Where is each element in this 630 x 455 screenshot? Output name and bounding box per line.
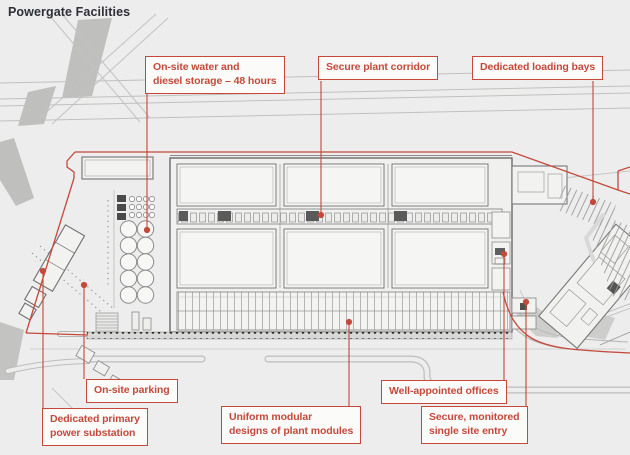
leader-lines (42, 81, 594, 408)
callout-plant-modules: Uniform modular designs of plant modules (221, 406, 362, 444)
callout-markers (39, 198, 597, 326)
substation-buildings (18, 224, 86, 321)
marker-modular (345, 318, 353, 326)
callout-substation: Dedicated primary power substation (42, 408, 148, 446)
marker-substation (39, 267, 47, 275)
marker-offices (500, 250, 508, 258)
callout-plant-corridor: Secure plant corridor (318, 56, 439, 80)
main-plant-building (169, 155, 568, 333)
callout-water-storage: On-site water and diesel storage – 48 ho… (145, 56, 285, 94)
rail-patches (0, 18, 112, 380)
marker-water (143, 226, 151, 234)
callout-offices: Well-appointed offices (381, 380, 507, 404)
marker-loading (589, 198, 597, 206)
page-title: Powergate Facilities (8, 5, 131, 19)
secure-plant-corridor (176, 208, 503, 225)
perimeter-fence (86, 331, 513, 340)
marker-entry (522, 298, 530, 306)
marker-corridor (317, 211, 325, 219)
plant-modules (176, 291, 511, 331)
callout-parking: On-site parking (86, 379, 178, 403)
site-boundary (25, 151, 630, 354)
marker-parking (80, 281, 88, 289)
callout-site-entry: Secure, monitored single site entry (421, 406, 528, 444)
loading-bays (557, 185, 630, 302)
callout-loading-bays: Dedicated loading bays (472, 56, 604, 80)
east-wing (491, 165, 568, 330)
annex-building (81, 156, 154, 180)
